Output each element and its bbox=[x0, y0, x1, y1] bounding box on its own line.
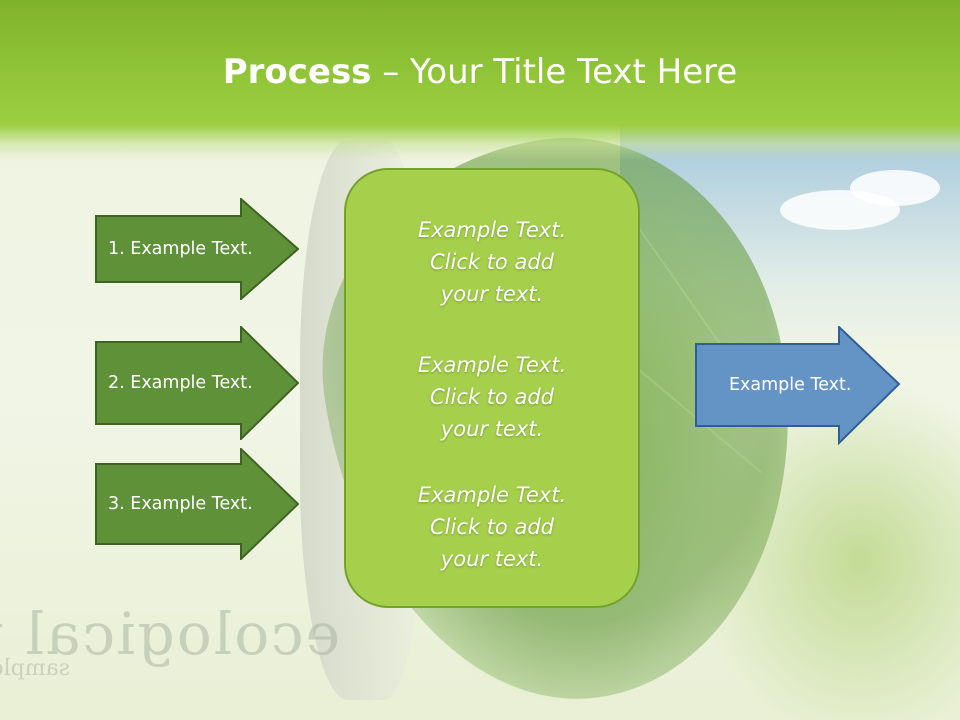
center-text-block-2: Example Text. Click to add your text. bbox=[346, 349, 638, 445]
arrow-shape bbox=[95, 448, 299, 560]
center-text-block-1: Example Text. Click to add your text. bbox=[346, 214, 638, 310]
center-text-box[interactable]: Example Text. Click to add your text. Ex… bbox=[344, 168, 640, 608]
right-arrow[interactable]: Example Text. bbox=[695, 326, 901, 446]
block-line: Click to add bbox=[429, 515, 554, 539]
left-arrow-1[interactable]: 1. Example Text. bbox=[95, 198, 299, 300]
left-arrow-label: 3. Example Text. bbox=[108, 494, 253, 514]
title-bar bbox=[0, 0, 960, 160]
block-line: your text. bbox=[440, 417, 544, 441]
block-line: your text. bbox=[440, 282, 544, 306]
block-line: Example Text. bbox=[417, 353, 567, 377]
block-line: Click to add bbox=[429, 385, 554, 409]
cloud-shape bbox=[850, 170, 940, 206]
left-arrow-3[interactable]: 3. Example Text. bbox=[95, 448, 299, 560]
block-line: Click to add bbox=[429, 250, 554, 274]
arrow-shape bbox=[695, 326, 901, 446]
slide-title[interactable]: Process – Your Title Text Here bbox=[0, 52, 960, 92]
block-line: Example Text. bbox=[417, 218, 567, 242]
block-line: your text. bbox=[440, 547, 544, 571]
arrow-shape bbox=[95, 326, 299, 440]
center-text-block-3: Example Text. Click to add your text. bbox=[346, 479, 638, 575]
watermark-subtext: sample bbox=[0, 656, 70, 681]
block-line: Example Text. bbox=[417, 483, 567, 507]
title-rest: – Your Title Text Here bbox=[371, 52, 738, 92]
right-arrow-label: Example Text. bbox=[729, 375, 852, 395]
title-bold: Process bbox=[222, 52, 372, 92]
arrow-shape bbox=[95, 198, 299, 300]
left-arrow-2[interactable]: 2. Example Text. bbox=[95, 326, 299, 440]
left-arrow-label: 1. Example Text. bbox=[108, 239, 253, 259]
left-arrow-label: 2. Example Text. bbox=[108, 373, 253, 393]
